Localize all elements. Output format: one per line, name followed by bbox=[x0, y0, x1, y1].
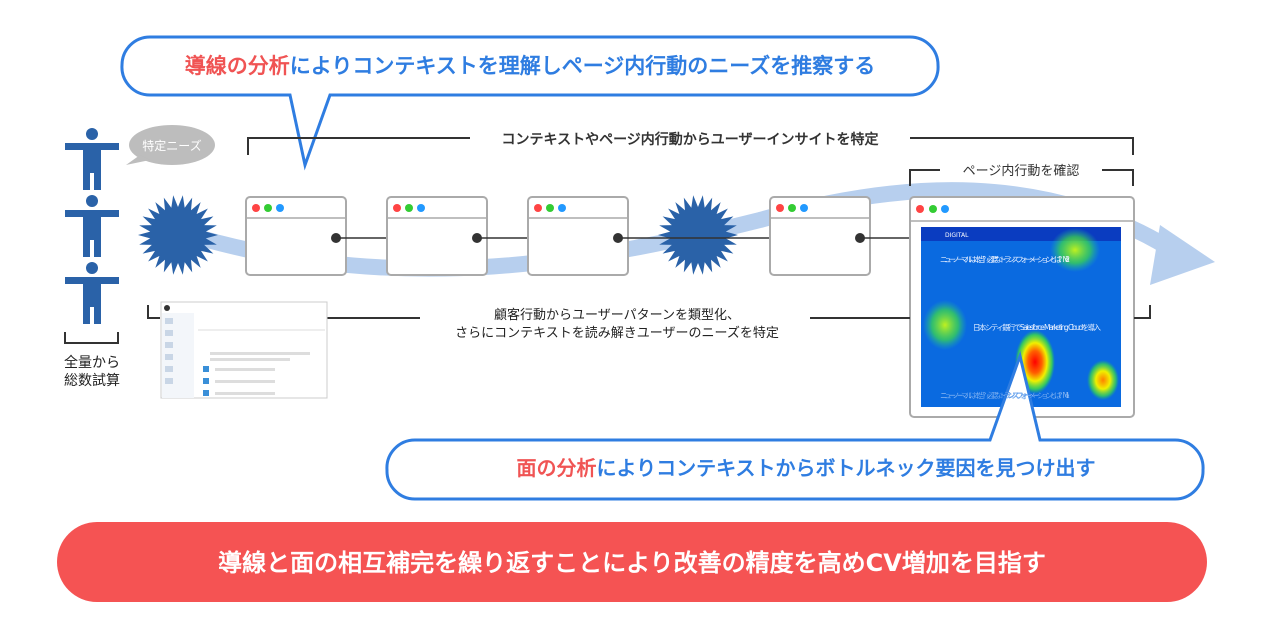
top-callout-text: によりコンテキストを理解しページ内行動のニーズを推察する bbox=[290, 54, 875, 78]
page-bracket-label: ページ内行動を確認 bbox=[963, 163, 1080, 179]
pattern-label-2: さらにコンテキストを読み解きユーザーのニーズを特定 bbox=[455, 325, 779, 341]
bottom-callout-text: によりコンテキストからボトルネック要因を見つけ出す bbox=[597, 456, 1096, 480]
heatmap-headline-1: ニューノーマルは本当？必要なトランスフォーメーションとは？No.2 bbox=[940, 254, 1070, 264]
starburst-icon bbox=[138, 195, 218, 275]
people-label-2: 総数試算 bbox=[64, 373, 120, 389]
conclusion-banner bbox=[57, 522, 1207, 602]
flow-arrow-head bbox=[1150, 225, 1215, 285]
need-bubble-text: 特定ニーズ bbox=[142, 138, 201, 153]
top-callout bbox=[120, 35, 940, 171]
bottom-callout-highlight: 面の分析 bbox=[517, 456, 597, 480]
heatmap-headline-2: 日本シティ銀行でSalesforce Marketing Cloudを導入 bbox=[973, 322, 1102, 332]
user-journey-screenshot bbox=[160, 301, 328, 399]
top-callout-label: 導線の分析によりコンテキストを理解しページ内行動のニーズを推察する bbox=[185, 54, 875, 78]
bottom-callout bbox=[385, 350, 1205, 501]
starburst-icon bbox=[658, 195, 738, 275]
pattern-bracket bbox=[147, 305, 1151, 319]
heatmap-logo: DIGITAL bbox=[945, 232, 969, 239]
conclusion-text: 導線と面の相互補完を繰り返すことにより改善の精度を高めCV増加を目指す bbox=[218, 549, 1046, 577]
heatmap-browser bbox=[909, 196, 1135, 418]
page-window bbox=[527, 196, 629, 276]
people-bracket bbox=[64, 332, 119, 344]
need-bubble bbox=[126, 125, 215, 165]
page-window bbox=[386, 196, 488, 276]
person-icon bbox=[65, 262, 119, 324]
person-icon bbox=[65, 128, 119, 190]
page-window bbox=[245, 196, 347, 276]
top-callout-highlight: 導線の分析 bbox=[185, 54, 290, 78]
top-bracket bbox=[247, 137, 1134, 155]
bottom-callout-label: 面の分析によりコンテキストからボトルネック要因を見つけ出す bbox=[517, 456, 1096, 480]
people-label-1: 全量から bbox=[64, 354, 120, 371]
top-bracket-label: コンテキストやページ内行動からユーザーインサイトを特定 bbox=[501, 131, 878, 148]
person-icon bbox=[65, 195, 119, 257]
page-bracket bbox=[909, 169, 1134, 186]
pattern-label-1: 顧客行動からユーザーパターンを類型化、 bbox=[494, 307, 740, 323]
labels: 導線の分析によりコンテキストを理解しページ内行動のニーズを推察する コンテキスト… bbox=[64, 54, 1102, 577]
heatmap-headline-3: ニューノーマルは本当？必要なトランスフォーメーションとは？No.1 bbox=[940, 390, 1070, 400]
page-window bbox=[769, 196, 871, 276]
people-icons bbox=[65, 128, 119, 324]
